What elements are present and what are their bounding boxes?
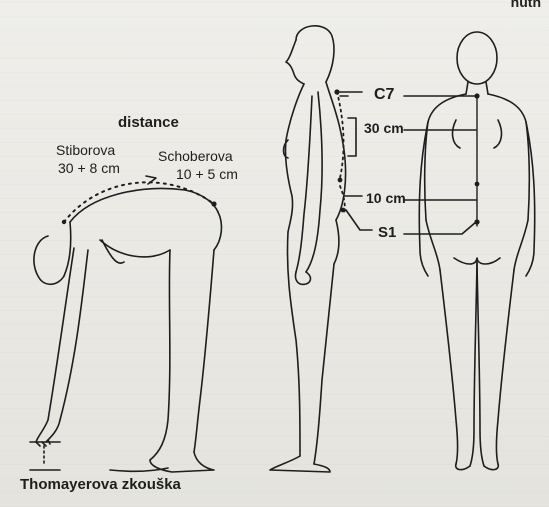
cm30-label: 30 cm	[364, 120, 404, 136]
flexion-arc	[64, 182, 214, 222]
schoberova-value: 10 + 5 cm	[176, 166, 238, 182]
side-spine-upper	[337, 92, 344, 178]
s1-label: S1	[378, 224, 396, 241]
stiborova-value: 30 + 8 cm	[58, 160, 120, 176]
side-figure	[270, 26, 346, 472]
distance-label: distance	[118, 114, 179, 131]
bending-figure	[34, 188, 222, 472]
s1-leader	[404, 222, 476, 234]
stiborova-label: Stiborova	[56, 142, 115, 158]
cm10-label: 10 cm	[366, 190, 406, 206]
thomayer-label: Thomayerova zkouška	[20, 476, 181, 493]
floor-distance-marker	[30, 442, 60, 470]
schoberova-label: Schoberova	[158, 148, 233, 164]
c7-label: C7	[374, 86, 394, 104]
